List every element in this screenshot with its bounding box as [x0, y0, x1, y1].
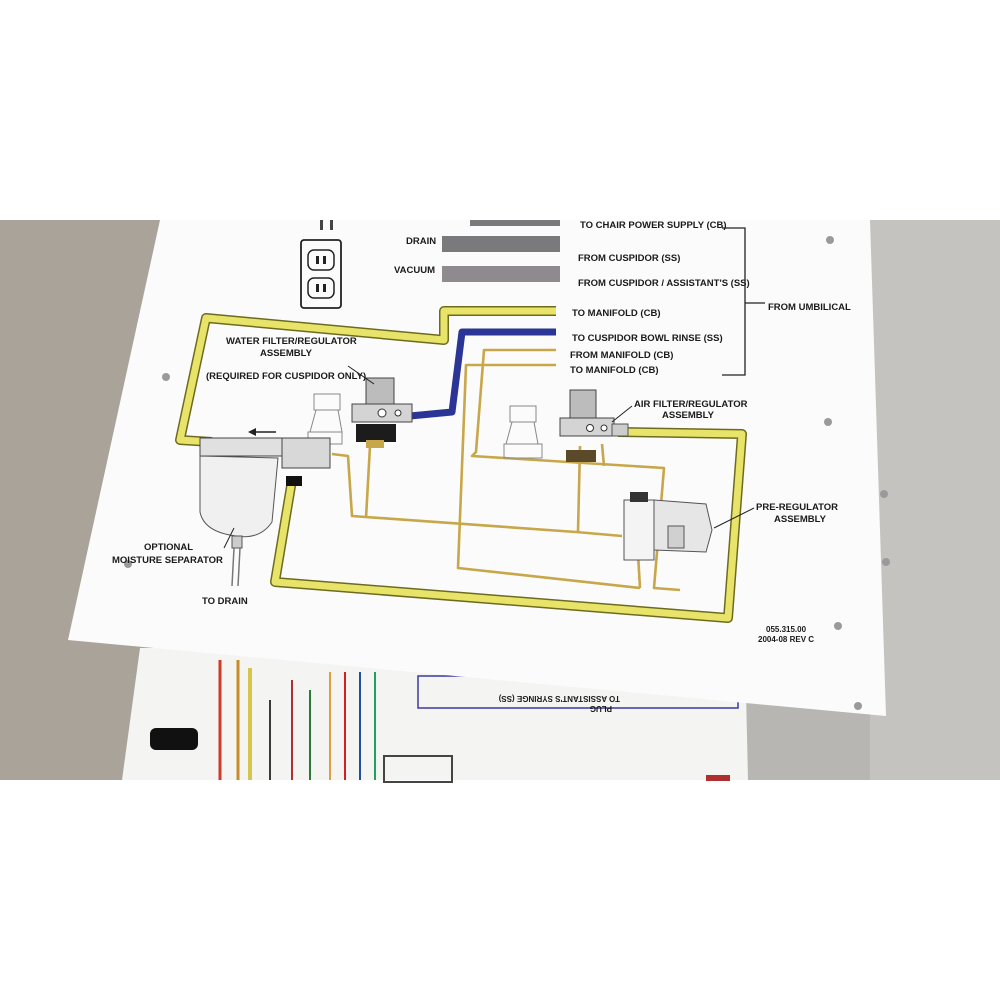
- label-to-drain: TO DRAIN: [202, 596, 248, 607]
- plug-icon: [320, 220, 333, 230]
- pre-regulator: [623, 492, 713, 561]
- water-line: [409, 328, 556, 420]
- label-water-filter-2: ASSEMBLY: [260, 348, 313, 359]
- surface-shade-right: [870, 220, 1000, 780]
- label-from-cuspidor: FROM CUSPIDOR (SS): [578, 253, 680, 264]
- label-moisture-1: OPTIONAL: [144, 542, 193, 553]
- outlet-icon: [300, 239, 342, 309]
- label-to-chair-power: TO CHAIR POWER SUPPLY (CB): [580, 220, 727, 231]
- label-water-filter-3: (REQUIRED FOR CUSPIDOR ONLY): [206, 371, 366, 382]
- label-moisture-2: MOISTURE SEPARATOR: [112, 555, 223, 566]
- legend-vacuum-swatch: [442, 266, 560, 282]
- label-water-filter-1: WATER FILTER/REGULATOR: [226, 336, 357, 347]
- lower-sheet-label-1: TO ASSISTANT'S SYRINGE (SS): [498, 694, 620, 703]
- umbilical-bracket: [722, 227, 765, 376]
- label-from-cuspidor-assistant: FROM CUSPIDOR / ASSISTANT'S (SS): [578, 278, 750, 289]
- label-pre-regulator-1: PRE-REGULATOR: [756, 502, 838, 513]
- label-air-filter-1: AIR FILTER/REGULATOR: [634, 399, 748, 410]
- screw-holes: [124, 236, 890, 710]
- lower-sheet-label-2: PLUG: [590, 704, 612, 713]
- label-to-cuspidor-bowl-rinse: TO CUSPIDOR BOWL RINSE (SS): [572, 333, 723, 344]
- label-to-manifold: TO MANIFOLD (CB): [572, 308, 660, 319]
- leader-lines: [223, 365, 755, 549]
- legend-vacuum-label: VACUUM: [394, 265, 435, 276]
- label-air-filter-2: ASSEMBLY: [662, 410, 715, 421]
- doc-number: 055.315.00: [766, 625, 807, 634]
- label-to-manifold-2: TO MANIFOLD (CB): [570, 365, 658, 376]
- water-filter-regulator: [307, 377, 413, 448]
- label-from-umbilical: FROM UMBILICAL: [768, 302, 851, 313]
- moisture-separator: [199, 428, 331, 587]
- air-filter-regulator: [503, 389, 629, 462]
- label-pre-regulator-2: ASSEMBLY: [774, 514, 827, 525]
- legend-drain-label: DRAIN: [406, 236, 436, 247]
- legend-drain-swatch: [442, 236, 560, 252]
- diagram-sheet: [68, 220, 886, 716]
- revision: 2004-08 REV C: [758, 635, 814, 644]
- label-from-manifold: FROM MANIFOLD (CB): [570, 350, 673, 361]
- top-gray-stub: [470, 220, 560, 226]
